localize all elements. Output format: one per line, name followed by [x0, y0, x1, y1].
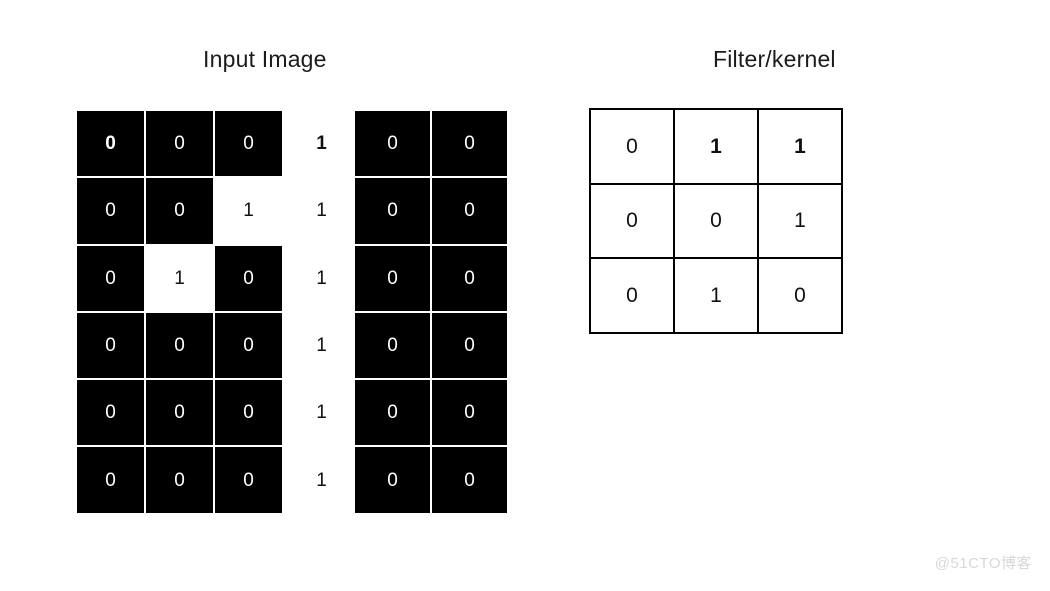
- pixel-cell: 0: [77, 380, 144, 446]
- pad-cell: 1: [288, 447, 355, 513]
- pad-cell: 1: [288, 178, 355, 244]
- pixel-cell: 0: [146, 312, 213, 379]
- pixel-cell: 1: [146, 245, 213, 311]
- pad-cell: 1: [288, 312, 355, 379]
- kernel-cell: 1: [759, 110, 843, 185]
- pixel-cell: 0: [355, 380, 430, 446]
- pixel-cell: 0: [146, 111, 213, 177]
- pixel-cell: 0: [146, 447, 213, 513]
- pixel-cell: 0: [77, 447, 144, 513]
- pad-cell: 1: [288, 245, 355, 311]
- pad-cell: 1: [288, 111, 355, 177]
- pixel-cell: 0: [215, 312, 282, 379]
- pixel-cell: 0: [77, 245, 144, 311]
- pixel-cell: 0: [215, 111, 282, 177]
- pixel-cell: 0: [355, 245, 430, 311]
- page-title-filter-kernel: Filter/kernel: [713, 46, 836, 72]
- pad-cell: 1: [288, 380, 355, 446]
- page-title-input-image: Input Image: [203, 46, 327, 72]
- kernel-cell: 1: [675, 110, 759, 185]
- pixel-cell: 0: [215, 245, 282, 311]
- kernel-cell: 0: [675, 184, 759, 260]
- pixel-cell: 0: [432, 447, 507, 513]
- kernel-cell: 0: [591, 110, 675, 185]
- pixel-cell: 1: [215, 178, 282, 244]
- pixel-cell: 0: [77, 111, 144, 177]
- pixel-cell: 0: [432, 245, 507, 311]
- kernel-cell: 0: [591, 259, 675, 334]
- pixel-cell: 0: [215, 447, 282, 513]
- pixel-cell: 0: [432, 178, 507, 244]
- pixel-cell: 0: [355, 447, 430, 513]
- pixel-cell: 0: [355, 312, 430, 379]
- pixel-cell: 0: [146, 380, 213, 446]
- kernel-cell: 0: [759, 259, 843, 334]
- pixel-cell: 0: [146, 178, 213, 244]
- kernel-cell: 1: [759, 184, 843, 260]
- pixel-cell: 0: [432, 380, 507, 446]
- pixel-cell: 0: [355, 178, 430, 244]
- watermark: @51CTO博客: [934, 555, 1032, 572]
- pixel-cell: 0: [77, 312, 144, 379]
- pixel-cell: 0: [215, 380, 282, 446]
- pixel-cell: 0: [355, 111, 430, 177]
- pixel-cell: 0: [432, 312, 507, 379]
- pixel-cell: 0: [77, 178, 144, 244]
- kernel-cell: 0: [591, 184, 675, 260]
- pixel-cell: 0: [432, 111, 507, 177]
- kernel-cell: 1: [675, 259, 759, 334]
